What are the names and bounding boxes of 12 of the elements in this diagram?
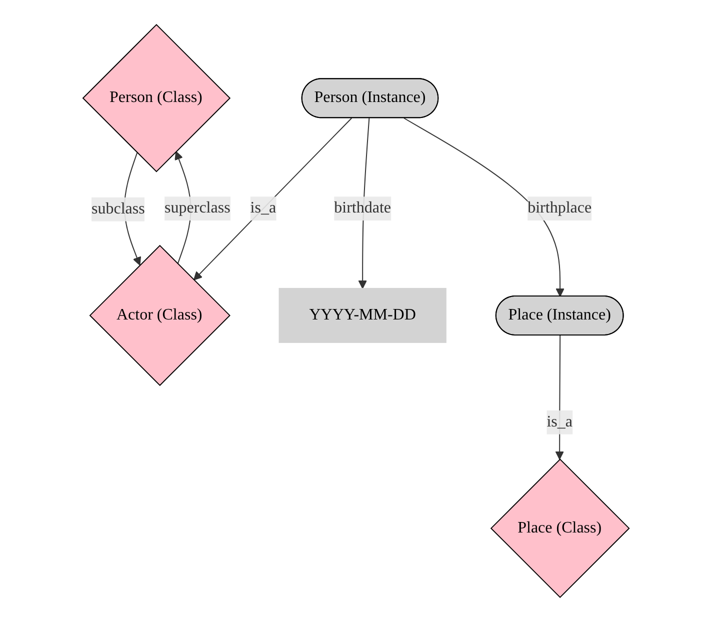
- edge-label: birthdate: [334, 200, 392, 217]
- node-diamond: Actor (Class): [90, 244, 231, 386]
- arrow: [194, 118, 353, 280]
- edge-label: superclass: [165, 200, 231, 217]
- node-diamond: Place (Class): [490, 458, 630, 598]
- edge-label: is_a: [250, 200, 277, 217]
- edge-label: subclass: [92, 200, 146, 218]
- node-diamond: Person (Class): [82, 24, 232, 172]
- arrow: [404, 118, 565, 297]
- edge-label: birthplace: [528, 200, 592, 217]
- node-box: YYYY-MM-DD: [279, 288, 447, 343]
- edge-label: is_a: [547, 413, 573, 430]
